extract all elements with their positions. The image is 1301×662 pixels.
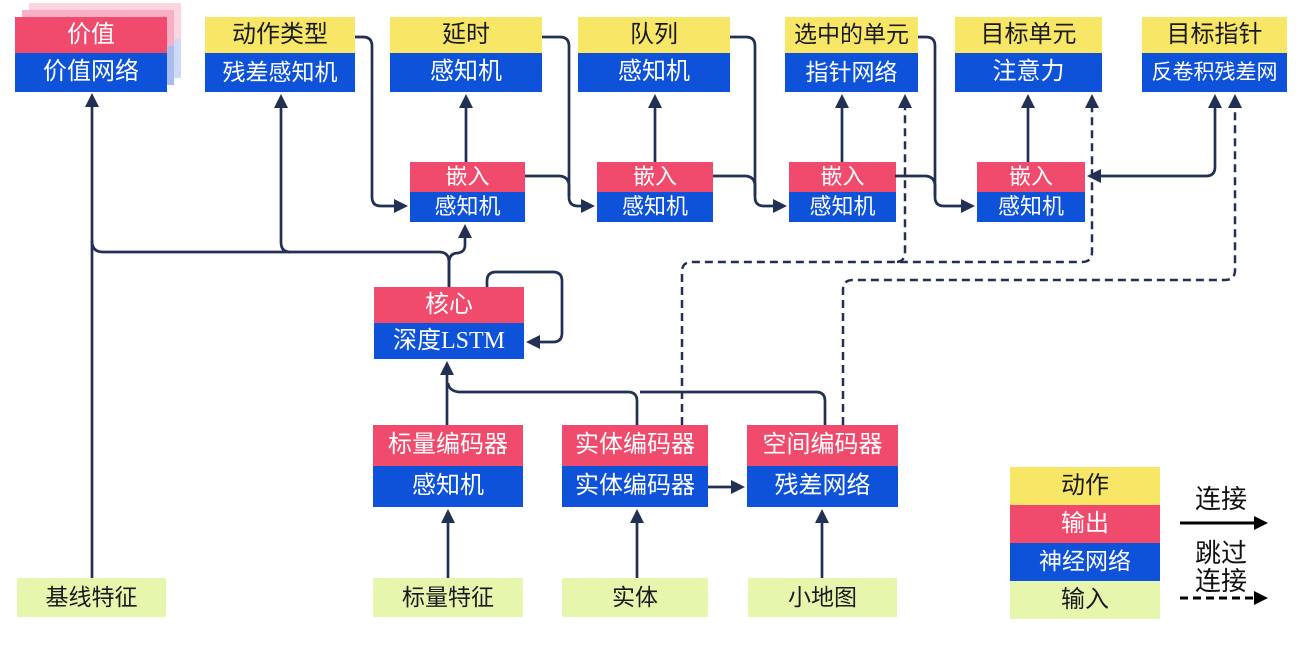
- target-unit-head-row-1: 注意力: [955, 53, 1102, 92]
- scalar-encoder-row-1: 感知机: [373, 466, 523, 507]
- legend-box-row-2: 神经网络: [1010, 543, 1160, 581]
- action-type-head-row-1: 残差感知机: [205, 53, 355, 92]
- delay-to-embed2: [542, 35, 583, 208]
- core-row-0: 核心: [374, 287, 524, 323]
- delay-head: 延时感知机: [390, 17, 542, 92]
- embed-3-row-0: 嵌入: [789, 162, 896, 192]
- scalar-features: 标量特征: [373, 578, 523, 617]
- action-type-head-row-0: 动作类型: [205, 17, 355, 53]
- arrowhead: [1254, 516, 1268, 530]
- embed-4: 嵌入感知机: [977, 162, 1085, 222]
- arrowhead: [1085, 94, 1099, 108]
- target-point-head-row-0: 目标指针: [1142, 17, 1287, 53]
- selected-units-head: 选中的单元指针网络: [785, 17, 918, 92]
- arrowhead: [630, 509, 644, 523]
- arrowhead: [458, 224, 472, 238]
- entity-skip-to-attention: [680, 107, 1094, 425]
- core: 核心深度LSTM: [374, 287, 524, 359]
- entity-skip-to-pointer-network: [896, 107, 907, 264]
- value-head-row-0: 价值: [15, 17, 167, 53]
- embed-1-row-1: 感知机: [410, 192, 525, 222]
- arrowhead: [648, 94, 662, 108]
- entity-encoder-row-1: 实体编码器: [562, 466, 708, 507]
- scalar-encoder: 标量编码器感知机: [373, 425, 523, 507]
- core-to-action-type: [279, 106, 291, 254]
- arrowhead: [526, 335, 540, 349]
- entity-encoder: 实体编码器实体编码器: [562, 425, 708, 507]
- target-point-head-row-1: 反卷积残差网: [1142, 53, 1287, 92]
- spatial-encoder: 空间编码器残差网络: [747, 425, 898, 507]
- spatial-encoder-to-core: [640, 390, 827, 425]
- embed-4-row-1: 感知机: [977, 192, 1085, 222]
- target-point-head: 目标指针反卷积残差网: [1142, 17, 1287, 92]
- queue-head: 队列感知机: [578, 17, 730, 92]
- arrowhead: [85, 93, 99, 107]
- spatial-encoder-row-0: 空间编码器: [747, 425, 898, 466]
- arrowhead: [440, 361, 454, 375]
- entities-input: 实体: [562, 578, 708, 617]
- embed-1-row-0: 嵌入: [410, 162, 525, 192]
- action-type-head: 动作类型残差感知机: [205, 17, 355, 92]
- entity-encoder-to-core: [446, 382, 639, 425]
- arrowhead: [773, 199, 787, 213]
- arrowhead: [459, 94, 473, 108]
- spatial-encoder-row-1: 残差网络: [747, 466, 898, 507]
- embed3-chain: [895, 174, 937, 196]
- embed-3: 嵌入感知机: [789, 162, 896, 222]
- embed4-to-deconv: [1098, 107, 1217, 178]
- queue-head-row-0: 队列: [578, 17, 730, 53]
- entity-encoder-row-0: 实体编码器: [562, 425, 708, 466]
- queue-to-embed3: [730, 35, 775, 208]
- selected-units-head-row-0: 选中的单元: [785, 17, 918, 53]
- baseline-features: 基线特征: [17, 578, 166, 617]
- arrowhead: [1087, 169, 1101, 183]
- entities-input-row-0: 实体: [562, 578, 708, 617]
- scalar-features-row-0: 标量特征: [373, 578, 523, 617]
- selected-units-head-row-1: 指针网络: [785, 53, 918, 92]
- arrowhead: [835, 94, 849, 108]
- spatial-skip-to-deconv: [841, 107, 1237, 425]
- legend-box: 动作输出神经网络输入: [1010, 467, 1160, 619]
- embed-3-row-1: 感知机: [789, 192, 896, 222]
- arrowhead: [731, 480, 745, 494]
- embed-4-row-0: 嵌入: [977, 162, 1085, 192]
- legend-box-row-0: 动作: [1010, 467, 1160, 505]
- legend-box-row-1: 输出: [1010, 505, 1160, 543]
- arrowhead: [394, 199, 408, 213]
- legend-box-row-3: 输入: [1010, 581, 1160, 619]
- core-row-1: 深度LSTM: [374, 323, 524, 359]
- arrowhead: [441, 509, 455, 523]
- embed1-chain: [525, 174, 571, 196]
- arrowhead: [1021, 94, 1035, 108]
- embed-2-row-0: 嵌入: [597, 162, 713, 192]
- value-head-row-1: 价值网络: [15, 53, 167, 92]
- minimap-input: 小地图: [748, 578, 897, 617]
- arrowhead: [961, 199, 975, 213]
- arrowhead: [581, 199, 595, 213]
- value-head: 价值价值网络: [15, 17, 167, 92]
- legend-skip-label-line2: 连接: [1194, 567, 1247, 596]
- arrowhead: [815, 509, 829, 523]
- core-to-embed-1: [447, 236, 467, 287]
- delay-head-row-1: 感知机: [390, 53, 542, 92]
- legend-skip-label-line1: 跳过: [1194, 539, 1247, 568]
- queue-head-row-1: 感知机: [578, 53, 730, 92]
- baseline-features-row-0: 基线特征: [17, 578, 166, 617]
- core-to-value-merge: [90, 240, 451, 287]
- legend-connect-label: 连接: [1194, 485, 1247, 514]
- minimap-input-row-0: 小地图: [748, 578, 897, 617]
- target-unit-head: 目标单元注意力: [955, 17, 1102, 92]
- arrowhead: [274, 94, 288, 108]
- embed-2-row-1: 感知机: [597, 192, 713, 222]
- embed-2: 嵌入感知机: [597, 162, 713, 222]
- arrowhead: [1208, 94, 1222, 108]
- delay-head-row-0: 延时: [390, 17, 542, 53]
- target-unit-head-row-0: 目标单元: [955, 17, 1102, 53]
- embed-1: 嵌入感知机: [410, 162, 525, 222]
- scalar-encoder-row-0: 标量编码器: [373, 425, 523, 466]
- arrowhead: [1228, 94, 1242, 108]
- embed2-chain: [713, 174, 757, 196]
- arrowhead: [898, 94, 912, 108]
